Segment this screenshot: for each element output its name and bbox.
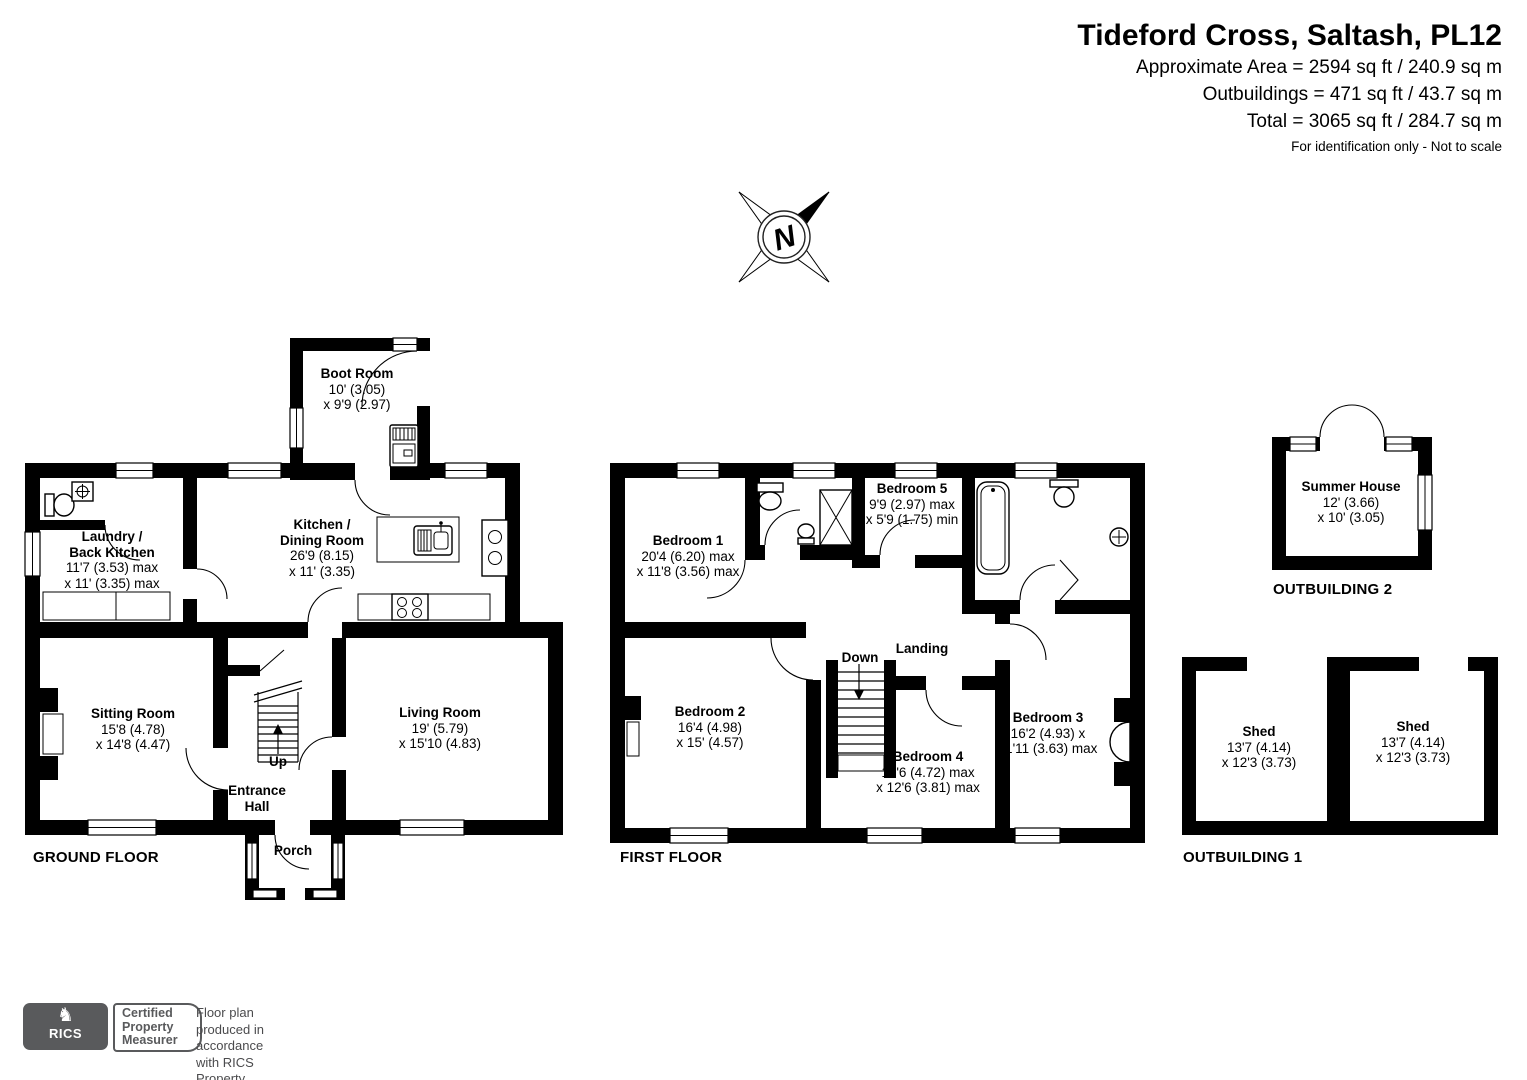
up-arrow-icon [273, 724, 283, 734]
ensuite-toilet-icon [797, 523, 815, 545]
shed1-label: Shed 13'7 (4.14) x 12'3 (3.73) [1221, 724, 1297, 770]
outbuildings-area-line: Outbuildings = 471 sq ft / 43.7 sq m [1202, 84, 1502, 105]
disclaimer-text: Floor plan produced in accordance with R… [196, 1005, 264, 1080]
approx-area-line: Approximate Area = 2594 sq ft / 240.9 sq… [1136, 57, 1502, 78]
bedroom5-door-arc [879, 519, 916, 556]
certified-property-measurer-badge: Certified Property Measurer [113, 1003, 202, 1052]
bedroom1-door-arc [706, 559, 746, 599]
laundry-label: Laundry / Back Kitchen 11'7 (3.53) max x… [64, 529, 160, 591]
boot-to-kitchen-door-arc [354, 479, 391, 516]
down-label: Down [841, 650, 879, 665]
bedroom3-label: Bedroom 3 16'2 (4.93) x 11'11 (3.63) max [998, 710, 1098, 756]
rics-logo-text: RICS [48, 1026, 83, 1041]
boot-room-door-arc [361, 350, 418, 407]
boiler-icon [389, 424, 419, 468]
compass-north-icon: N [738, 191, 830, 283]
summer-house-door-arc-right [1351, 404, 1385, 438]
sitting-room-label: Sitting Room 15'8 (4.78) x 14'8 (4.47) [91, 706, 175, 752]
ensuite-sink-icon [756, 482, 784, 511]
stairs-down [837, 664, 885, 772]
sitting-room-door-arc [185, 747, 229, 791]
ground-floor-plan [24, 337, 563, 900]
rics-logo: ♞ RICS [23, 1003, 108, 1050]
bedroom2-fireplace [626, 721, 640, 757]
laundry-door-arc [196, 568, 228, 600]
bedroom1-label: Bedroom 1 20'4 (6.20) max x 11'8 (3.56) … [636, 533, 740, 579]
wc-toilet-icon [44, 493, 75, 517]
boot-room-label: Boot Room 10' (3.05) x 9'9 (2.97) [320, 366, 394, 412]
bedroom4-label: Bedroom 4 15'6 (4.72) max x 12'6 (3.81) … [876, 749, 980, 795]
kitchen-island [376, 516, 460, 563]
rics-lion-icon: ♞ [56, 1005, 75, 1026]
bath-icon [976, 481, 1010, 575]
outbuilding2-label: OUTBUILDING 2 [1273, 581, 1393, 598]
entrance-hall-label: Entrance Hall [228, 783, 286, 814]
outbuilding2-plan [1272, 404, 1433, 570]
kitchen-label: Kitchen / Dining Room 26'9 (8.15) x 11' … [280, 517, 364, 579]
bathroom-sink-icon [1109, 527, 1129, 547]
bathroom-toilet-icon [1049, 479, 1079, 508]
hall-door-leaf [259, 649, 285, 672]
first-floor-label: FIRST FLOOR [620, 849, 723, 866]
down-arrow-icon [854, 690, 864, 700]
bathroom-door-arc [1019, 564, 1056, 601]
kitchen-door-arc [307, 587, 343, 623]
bedroom5-label: Bedroom 5 9'9 (2.97) max x 5'9 (1.75) mi… [865, 481, 959, 527]
shed2-opening [1419, 657, 1468, 671]
ground-floor-label: GROUND FLOOR [33, 849, 159, 866]
kitchen-oven-icon [481, 519, 509, 577]
total-area-line: Total = 3065 sq ft / 284.7 sq m [1246, 111, 1502, 132]
wc-door-arc [104, 524, 141, 561]
sitting-room-fireplace [42, 713, 64, 755]
bedroom2-label: Bedroom 2 16'4 (4.98) x 15' (4.57) [674, 704, 746, 750]
kitchen-hob-icon [357, 593, 491, 621]
up-label: Up [269, 754, 287, 769]
stairs-up [253, 680, 303, 763]
landing-label: Landing [895, 641, 949, 656]
header: Tideford Cross, Saltash, PL12 Approximat… [1077, 18, 1502, 159]
porch-label: Porch [273, 843, 313, 858]
wc-sink-icon [71, 481, 94, 502]
living-room-door-arc [298, 736, 333, 771]
bedroom3-fireplace [1109, 721, 1131, 763]
shower-icon [819, 489, 853, 546]
bedroom3-door-arc [1009, 623, 1047, 661]
shed1-opening [1247, 657, 1327, 671]
living-room-label: Living Room 19' (5.79) x 15'10 (4.83) [398, 705, 482, 751]
summer-house-label: Summer House 12' (3.66) x 10' (3.05) [1301, 479, 1401, 525]
outbuilding1-plan [1182, 657, 1498, 835]
outbuilding1-label: OUTBUILDING 1 [1183, 849, 1303, 866]
page-title: Tideford Cross, Saltash, PL12 [1077, 19, 1502, 52]
summer-house-door-arc-left [1319, 404, 1353, 438]
bedroom4-door-arc [925, 689, 963, 727]
shed2-label: Shed 13'7 (4.14) x 12'3 (3.73) [1375, 719, 1451, 765]
ensuite-door-arc [764, 509, 801, 546]
bedroom2-door-arc [770, 637, 814, 681]
scale-note: For identification only - Not to scale [1291, 139, 1502, 154]
laundry-counter [42, 591, 117, 621]
front-door-arc [274, 834, 310, 870]
first-floor-plan [610, 462, 1145, 844]
airing-cupboard-bifold [1059, 559, 1079, 601]
